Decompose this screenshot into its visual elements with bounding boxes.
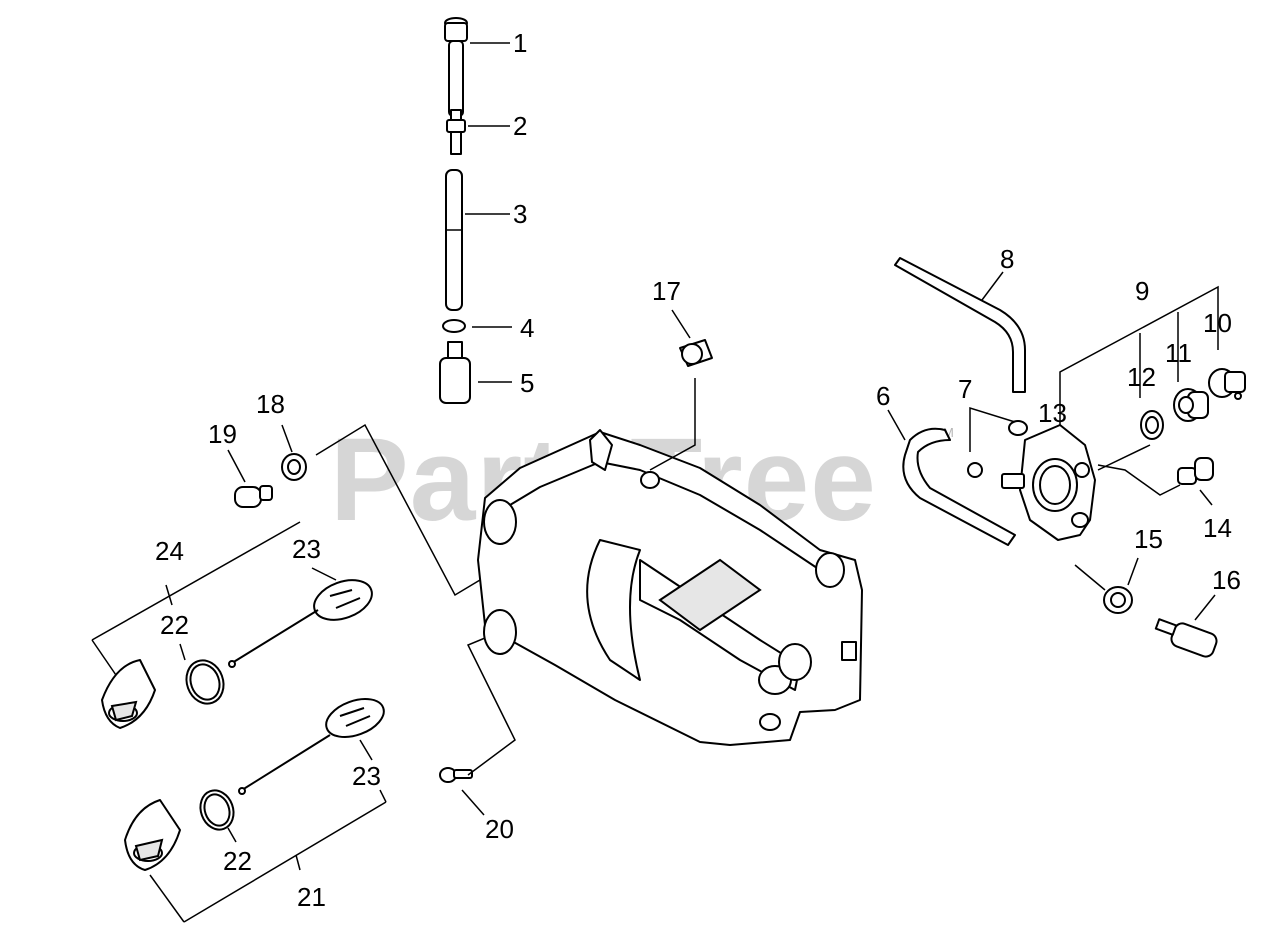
- callout-23-lower: 23: [352, 761, 381, 791]
- part-3-oil-hose[interactable]: [445, 169, 463, 311]
- callout-4: 4: [520, 313, 534, 343]
- callout-14: 14: [1203, 513, 1232, 543]
- callout-5: 5: [520, 368, 534, 398]
- callout-18: 18: [256, 389, 285, 419]
- callout-15: 15: [1134, 524, 1163, 554]
- part-19-plug[interactable]: [234, 485, 273, 508]
- callout-7: 7: [958, 374, 972, 404]
- callout-11: 11: [1165, 338, 1192, 368]
- part-20-screw[interactable]: [439, 767, 473, 783]
- callout-22-upper: 22: [160, 610, 189, 640]
- part-22-o-ring-upper[interactable]: [181, 655, 230, 709]
- part-23-key-upper[interactable]: [228, 573, 377, 668]
- part-15-grommet[interactable]: [1103, 586, 1133, 614]
- callout-2: 2: [513, 111, 527, 141]
- callout-21: 21: [297, 882, 326, 912]
- part-2-connector[interactable]: [446, 109, 466, 155]
- callout-10: 10: [1203, 308, 1232, 338]
- callout-1: 1: [513, 28, 527, 58]
- part-12-washer[interactable]: [1140, 410, 1164, 440]
- callout-17: 17: [652, 276, 681, 306]
- callout-22-lower: 22: [223, 846, 252, 876]
- part-13-oil-pump[interactable]: [1001, 424, 1096, 541]
- part-7-grommet[interactable]: [967, 420, 1028, 478]
- callout-9: 9: [1135, 276, 1149, 306]
- part-10-adjuster[interactable]: [1208, 368, 1246, 400]
- callout-23-upper: 23: [292, 534, 321, 564]
- callout-20: 20: [485, 814, 514, 844]
- part-16-oil-filter[interactable]: [1154, 618, 1219, 659]
- part-23-key-lower[interactable]: [238, 692, 389, 795]
- callout-13: 13: [1038, 398, 1067, 428]
- crankcase[interactable]: [477, 429, 863, 746]
- part-4-grommet[interactable]: [442, 319, 466, 333]
- part-11-spring-cap[interactable]: [1173, 388, 1209, 422]
- callout-16: 16: [1212, 565, 1241, 595]
- part-24-cap-assembly[interactable]: [101, 659, 156, 729]
- callout-6: 6: [876, 381, 890, 411]
- part-6-suction-hose[interactable]: [902, 427, 1016, 546]
- part-18-bushing[interactable]: [281, 453, 307, 481]
- part-21-cap-assembly[interactable]: [124, 799, 181, 871]
- part-1-oil-pipe[interactable]: [444, 17, 468, 117]
- part-22-o-ring-lower[interactable]: [195, 786, 239, 835]
- callout-19: 19: [208, 419, 237, 449]
- callout-3: 3: [513, 199, 527, 229]
- part-17-grommet[interactable]: [679, 339, 713, 367]
- part-8-oil-line[interactable]: [894, 257, 1026, 393]
- callout-8: 8: [1000, 244, 1014, 274]
- part-5-oil-filter[interactable]: [439, 341, 471, 404]
- part-14-fitting[interactable]: [1177, 457, 1214, 485]
- callout-12: 12: [1127, 362, 1156, 392]
- callout-24: 24: [155, 536, 184, 566]
